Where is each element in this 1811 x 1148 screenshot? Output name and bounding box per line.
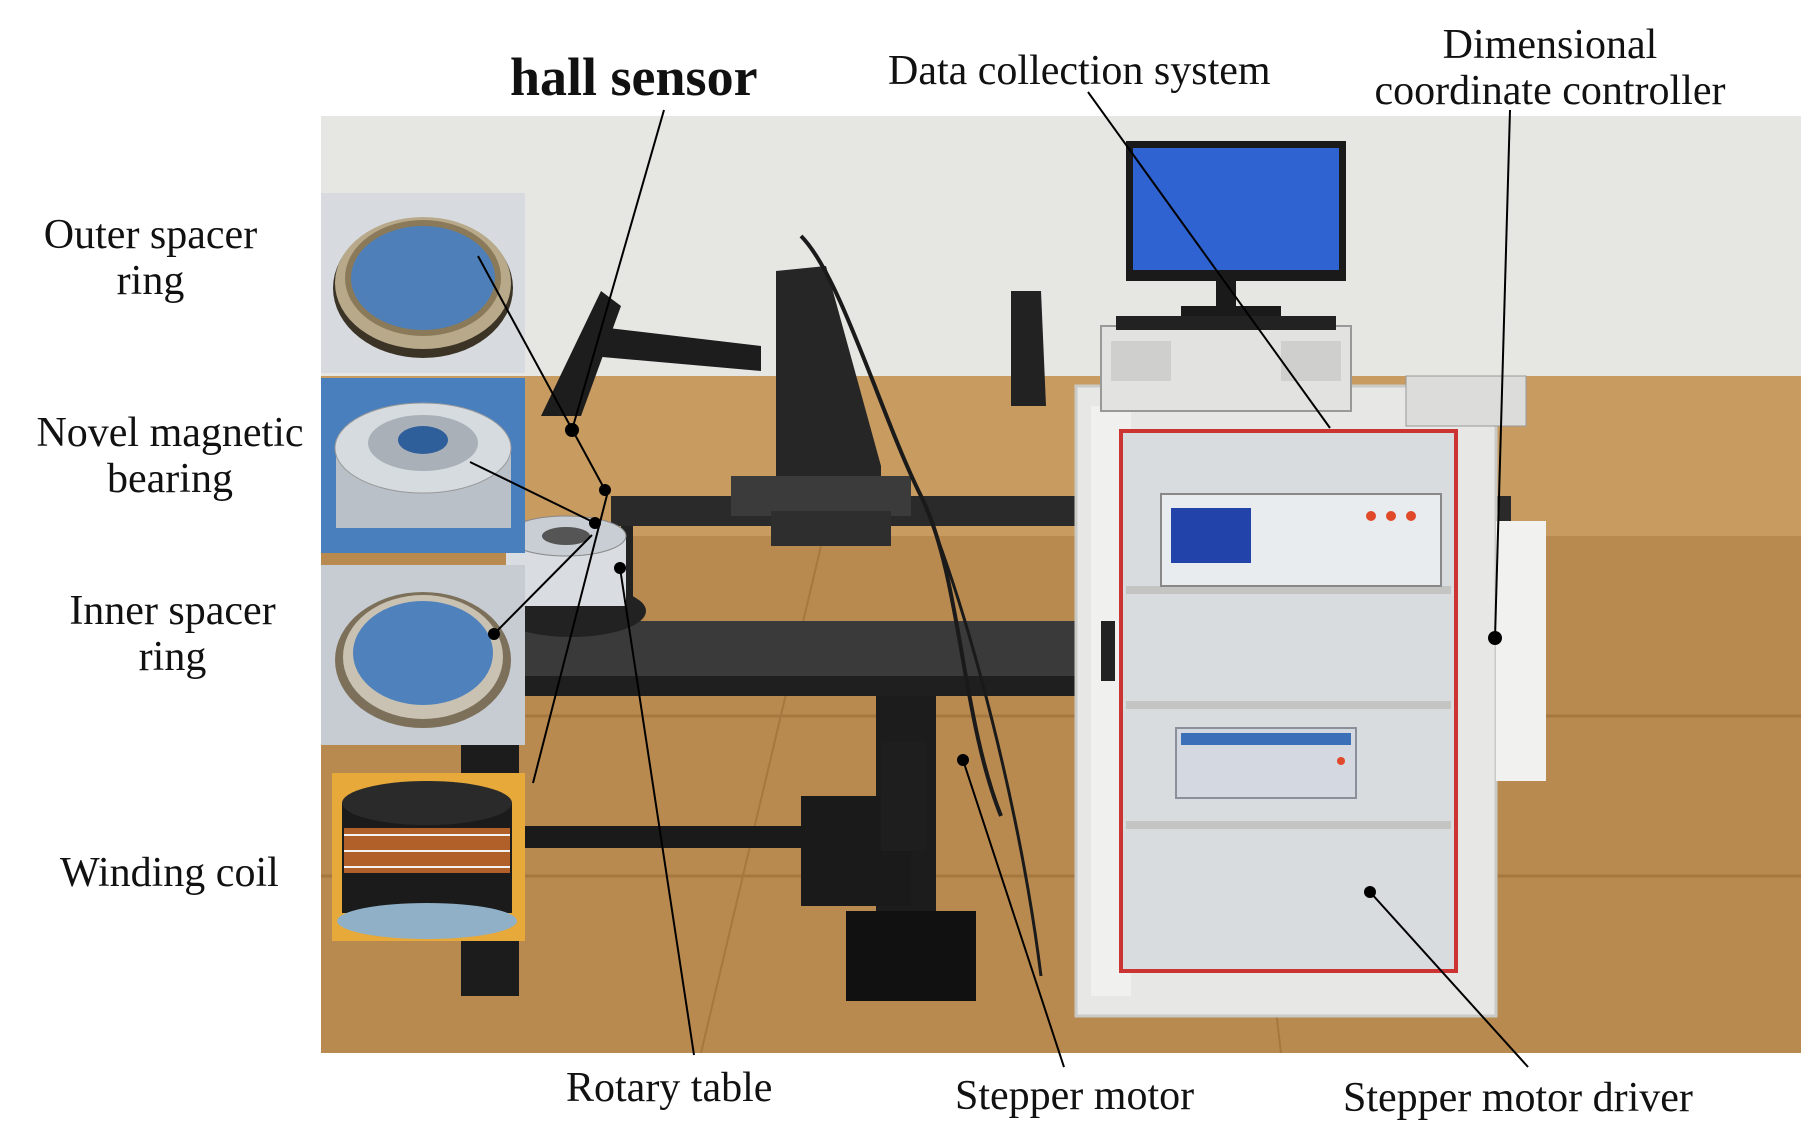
wall — [321, 116, 1801, 406]
hall-sensor-label: hall sensor — [510, 47, 758, 107]
novel-magnetic-bearing-photo — [321, 378, 525, 553]
inner-spacer-ring-photo — [321, 565, 525, 745]
lab-scene — [321, 116, 1801, 1053]
stepper-motor-body — [881, 741, 926, 851]
outer-spacer-ring-line2: ring — [116, 258, 185, 305]
outer-spacer-ring-label: Outer spacer ring — [18, 212, 283, 304]
inner-spacer-ring-line2: ring — [138, 634, 207, 681]
vertical-column — [776, 266, 881, 506]
stepper-motor-driver-label: Stepper motor driver — [1343, 1075, 1693, 1121]
controller-label-line2: coordinate controller — [1374, 68, 1726, 115]
sensor-arm — [541, 291, 621, 416]
rotary-table-label: Rotary table — [566, 1065, 773, 1111]
winding-coil-label: Winding coil — [60, 850, 279, 896]
novel-magnetic-bearing-line1: Novel magnetic — [36, 410, 304, 456]
inner-spacer-ring-label: Inner spacer ring — [40, 588, 305, 680]
lab-setup-photo — [321, 116, 1801, 1053]
stepper-motor-label: Stepper motor — [955, 1073, 1195, 1119]
data-collection-system-label: Data collection system — [888, 48, 1271, 94]
novel-magnetic-bearing-line2: bearing — [107, 456, 233, 503]
monitor-screen — [1133, 148, 1339, 270]
winding-coil-photo — [332, 773, 525, 941]
dimensional-coordinate-controller-label: Dimensional coordinate controller — [1345, 22, 1755, 114]
novel-magnetic-bearing-label: Novel magnetic bearing — [5, 410, 335, 502]
controller-label-line1: Dimensional — [1442, 22, 1658, 68]
outer-spacer-ring-line1: Outer spacer — [43, 212, 258, 258]
outer-spacer-ring-photo — [321, 193, 525, 373]
inner-spacer-ring-line1: Inner spacer — [69, 588, 276, 634]
